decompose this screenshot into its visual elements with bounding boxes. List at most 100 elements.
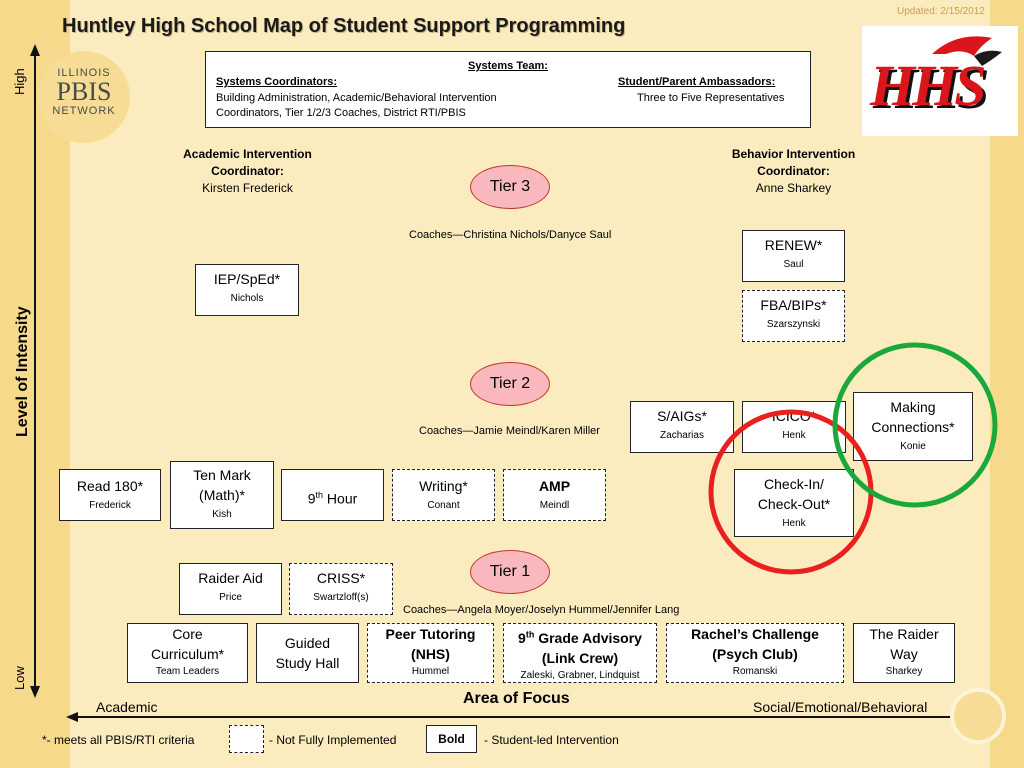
program-name: ICICO*: [771, 408, 817, 424]
program-person: Swartzloff(s): [313, 592, 369, 603]
systems-coordinators-heading: Systems Coordinators:: [216, 76, 338, 88]
tier2-ellipse: Tier 2: [470, 362, 550, 406]
systems-team-box: Systems Team: Systems Coordinators: Buil…: [205, 51, 811, 128]
y-axis-title: Level of Intensity: [14, 306, 31, 437]
program-ten-mark: Ten Mark (Math)* Kish: [170, 461, 274, 529]
legend-bold-box: Bold: [426, 725, 477, 753]
program-person: Sharkey: [885, 666, 923, 677]
program-person: Konie: [900, 441, 926, 452]
program-iep-sped: IEP/SpEd* Nichols: [195, 264, 299, 316]
program-name: S/AIGs*: [657, 408, 707, 424]
program-criss: CRISS* Swartzloff(s): [289, 563, 393, 615]
legend-student-led: - Student-led Intervention: [484, 733, 619, 747]
program-name: 9th Hour: [282, 485, 383, 509]
hhs-logo-text: HHS: [870, 53, 986, 118]
program-person: Szarszynski: [766, 319, 821, 330]
legend-criteria: *- meets all PBIS/RTI criteria: [42, 733, 195, 747]
ninth-hour-text: Hour: [323, 490, 358, 507]
program-name-line2: (Psych Club): [712, 646, 798, 662]
behavior-coordinator-label: Coordinator:: [757, 164, 830, 178]
program-guided-study-hall: Guided Study Hall: [256, 623, 359, 683]
program-name-line1: Peer Tutoring: [385, 626, 476, 642]
program-making-connections: Making Connections* Konie: [853, 392, 973, 461]
program-person: Zacharias: [660, 430, 704, 441]
advisory-text: Grade Advisory: [534, 629, 642, 646]
ninth-hour-number: 9: [307, 490, 316, 507]
ninth-hour-suffix: th: [315, 490, 324, 500]
program-name-line1: The Raider: [869, 626, 939, 642]
program-read-180: Read 180* Frederick: [59, 469, 161, 521]
systems-team-heading: Systems Team:: [468, 60, 548, 72]
program-name: RENEW*: [764, 237, 823, 253]
program-check-in-check-out: Check-In/ Check-Out* Henk: [734, 469, 854, 537]
program-name-line1: Rachel’s Challenge: [691, 626, 819, 642]
program-name-line2: Curriculum*: [150, 646, 225, 662]
tier1-coaches: Coaches—Angela Moyer/Joselyn Hummel/Jenn…: [403, 604, 680, 616]
program-icico: ICICO* Henk: [742, 401, 846, 453]
program-name: Read 180*: [76, 478, 144, 494]
program-name-line1: Making: [890, 399, 936, 415]
program-name-line2: (NHS): [411, 646, 450, 662]
x-axis-right-label: Social/Emotional/Behavioral: [753, 699, 928, 715]
program-person: Henk: [782, 430, 806, 441]
program-name: Raider Aid: [198, 570, 263, 586]
behavior-coordinator-name: Anne Sharkey: [755, 181, 832, 195]
program-s-aigs: S/AIGs* Zacharias: [630, 401, 734, 453]
page-title: Huntley High School Map of Student Suppo…: [62, 15, 626, 37]
program-person: Romanski: [732, 666, 778, 677]
program-person: Conant: [427, 500, 460, 511]
x-axis-title: Area of Focus: [463, 690, 570, 707]
y-axis-low-label: Low: [12, 666, 27, 690]
program-name: Writing*: [419, 478, 468, 494]
legend-dashed-box: [229, 725, 264, 753]
program-person: Frederick: [89, 500, 131, 511]
behavior-coordinator-title: Behavior Intervention: [731, 147, 856, 161]
logo-line-network: NETWORK: [52, 105, 116, 117]
program-name-line2: Check-Out*: [757, 496, 831, 512]
program-name-line2: Study Hall: [275, 655, 340, 671]
ambassadors-text: Three to Five Representatives: [637, 92, 785, 104]
program-person: Hummel: [411, 666, 450, 677]
program-person: Henk: [782, 518, 806, 529]
program-name-line1: Check-In/: [764, 476, 824, 492]
program-ninth-grade-advisory: 9th Grade Advisory (Link Crew) Zaleski, …: [503, 623, 657, 683]
decorative-ring: [950, 688, 1006, 744]
tier3-ellipse: Tier 3: [470, 165, 550, 209]
program-name: FBA/BIPs*: [760, 297, 827, 313]
advisory-suffix: th: [525, 629, 535, 639]
logo-line-illinois: ILLINOIS: [57, 67, 111, 79]
academic-coordinator-title: Academic Intervention: [183, 147, 312, 161]
ambassadors-heading: Student/Parent Ambassadors:: [618, 76, 776, 88]
program-name-line2: (Math)*: [199, 487, 245, 503]
program-core-curriculum: Core Curriculum* Team Leaders: [127, 623, 248, 683]
program-fba-bips: FBA/BIPs* Szarszynski: [742, 290, 845, 342]
program-ninth-hour: 9th Hour: [281, 469, 384, 521]
tier1-ellipse: Tier 1: [470, 550, 550, 594]
y-axis-arrow: [30, 44, 40, 698]
program-peer-tutoring: Peer Tutoring (NHS) Hummel: [367, 623, 494, 683]
program-rachels-challenge: Rachel’s Challenge (Psych Club) Romanski: [666, 623, 844, 683]
academic-coordinator-name: Kirsten Frederick: [202, 181, 293, 195]
program-person: Meindl: [539, 500, 570, 511]
y-axis-high-label: High: [12, 68, 27, 95]
program-renew: RENEW* Saul: [742, 230, 845, 282]
tier2-coaches: Coaches—Jamie Meindl/Karen Miller: [419, 425, 600, 437]
program-name-line2: (Link Crew): [541, 649, 619, 666]
program-name: AMP: [538, 478, 571, 494]
logo-line-pbis: PBIS: [56, 77, 112, 106]
hhs-logo-icon: [932, 36, 1002, 66]
academic-coordinator: Academic Intervention Coordinator: Kirst…: [170, 146, 325, 197]
program-name-line1: 9th Grade Advisory: [518, 629, 642, 646]
hhs-logo: HHS: [862, 26, 1018, 136]
program-name-line1: Ten Mark: [193, 467, 251, 483]
program-person: Nichols: [230, 293, 264, 304]
program-person: Kish: [212, 509, 232, 520]
program-person: Price: [219, 592, 242, 603]
systems-coordinators-line2: Coordinators, Tier 1/2/3 Coaches, Distri…: [216, 107, 466, 119]
academic-coordinator-label: Coordinator:: [211, 164, 284, 178]
program-person: Zaleski, Grabner, Lindquist: [520, 669, 640, 681]
updated-date: Updated: 2/15/2012: [897, 6, 985, 17]
program-person: Team Leaders: [155, 666, 220, 677]
program-name-line1: Guided: [284, 635, 331, 651]
program-raider-aid: Raider Aid Price: [179, 563, 282, 615]
